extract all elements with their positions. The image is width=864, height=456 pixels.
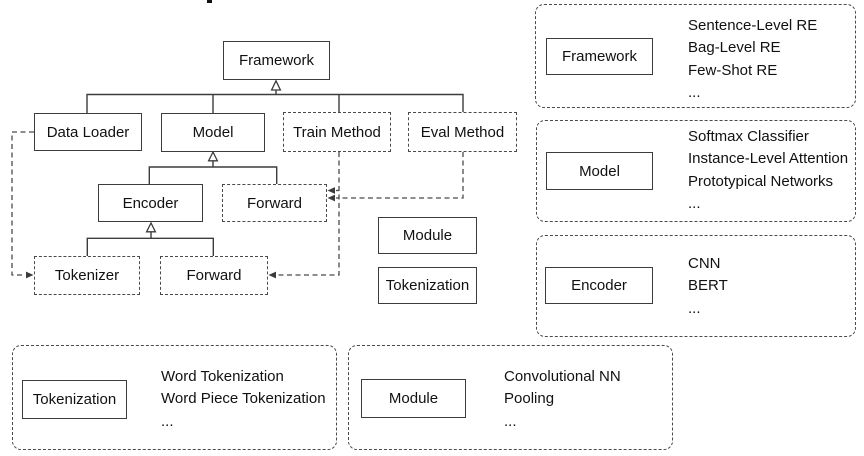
legend-item: BERT bbox=[688, 277, 728, 295]
legend-label-framework: Framework bbox=[546, 38, 653, 75]
legend-item: Pooling bbox=[504, 390, 555, 408]
node-train-method: Train Method bbox=[283, 112, 391, 152]
legend-item: ... bbox=[161, 412, 174, 430]
legend-item: Prototypical Networks bbox=[688, 172, 834, 190]
node-tokenization: Tokenization bbox=[378, 267, 477, 304]
arrowhead-into-forward-lower bbox=[268, 271, 276, 279]
legend-item: Softmax Classifier bbox=[688, 128, 809, 145]
legend-item: Word Piece Tokenization bbox=[161, 390, 326, 408]
node-eval-method: Eval Method bbox=[408, 112, 517, 152]
legend-item: Few-Shot RE bbox=[688, 61, 778, 79]
node-tokenizer: Tokenizer bbox=[34, 256, 140, 295]
legend-items-module: Convolutional NN Pooling ... bbox=[504, 366, 621, 433]
node-module: Module bbox=[378, 217, 477, 254]
legend-panel-module: Module Convolutional NN Pooling ... bbox=[348, 345, 673, 450]
legend-items-tokenization: Word Tokenization Word Piece Tokenizatio… bbox=[161, 366, 326, 433]
legend-item: Word Tokenization bbox=[161, 368, 284, 385]
legend-item: Bag-Level RE bbox=[688, 39, 781, 57]
legend-panel-tokenization: Tokenization Word Tokenization Word Piec… bbox=[12, 345, 337, 450]
legend-item: ... bbox=[504, 412, 517, 430]
inheritance-triangle-model bbox=[207, 150, 219, 162]
legend-items-framework: Sentence-Level RE Bag-Level RE Few-Shot … bbox=[688, 15, 817, 105]
legend-label-model: Model bbox=[546, 152, 653, 190]
node-forward-model: Forward bbox=[222, 184, 327, 222]
legend-item: ... bbox=[688, 84, 701, 102]
cropped-title-fragment bbox=[207, 0, 212, 3]
legend-item: Sentence-Level RE bbox=[688, 17, 818, 34]
inheritance-triangle-encoder bbox=[145, 221, 157, 233]
node-model: Model bbox=[161, 113, 265, 152]
legend-item: CNN bbox=[688, 255, 721, 272]
legend-items-model: Softmax Classifier Instance-Level Attent… bbox=[688, 126, 848, 216]
legend-panel-encoder: Encoder CNN BERT ... bbox=[536, 235, 856, 337]
legend-panel-framework: Framework Sentence-Level RE Bag-Level RE… bbox=[535, 4, 856, 108]
legend-label-module: Module bbox=[361, 379, 466, 418]
legend-items-encoder: CNN BERT ... bbox=[688, 253, 728, 320]
legend-label-tokenization: Tokenization bbox=[22, 380, 127, 419]
arrowhead-into-forward-upper-1 bbox=[327, 187, 335, 194]
dashed-dataloader-to-tokenizer bbox=[11, 131, 34, 276]
node-framework: Framework bbox=[223, 41, 330, 80]
bus-encoder-children bbox=[86, 237, 214, 256]
bus-framework-children bbox=[86, 93, 464, 113]
arrowhead-into-forward-upper-2 bbox=[327, 194, 335, 202]
legend-item: ... bbox=[688, 195, 701, 213]
dashed-evalmethod-to-forward bbox=[336, 152, 464, 199]
bus-model-children bbox=[148, 166, 278, 184]
node-data-loader: Data Loader bbox=[34, 113, 142, 151]
arrowhead-into-tokenizer bbox=[26, 271, 34, 279]
legend-label-encoder: Encoder bbox=[545, 267, 653, 304]
node-encoder: Encoder bbox=[98, 184, 203, 222]
legend-item: Instance-Level Attention bbox=[688, 150, 849, 168]
inheritance-triangle-framework bbox=[270, 79, 282, 91]
legend-item: ... bbox=[688, 299, 701, 317]
legend-panel-model: Model Softmax Classifier Instance-Level … bbox=[536, 120, 856, 222]
legend-item: Convolutional NN bbox=[504, 368, 621, 385]
node-forward-encoder: Forward bbox=[160, 256, 268, 295]
